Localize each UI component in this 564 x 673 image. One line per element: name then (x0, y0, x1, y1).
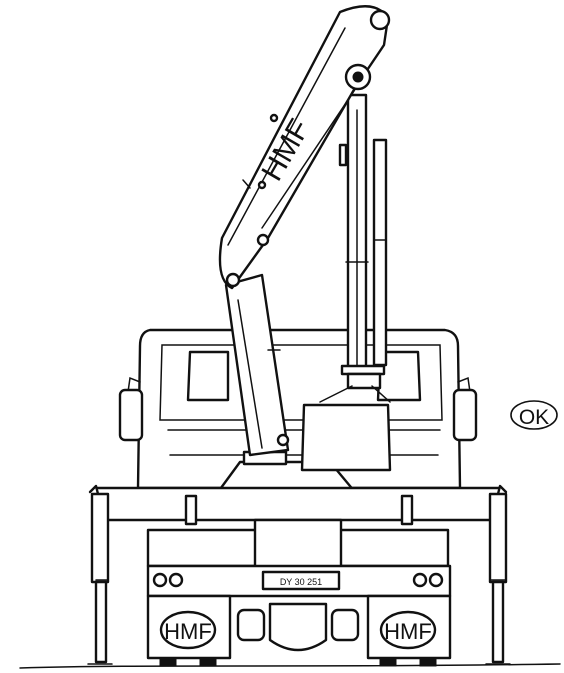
rear-light-left (152, 572, 184, 588)
rear-light-right (412, 572, 444, 588)
boom-cylinder (338, 93, 388, 390)
mudflap-right: HMF (379, 610, 437, 650)
ok-mark-text: OK (519, 406, 549, 429)
winch-box (300, 385, 392, 472)
outrigger-leg-left (87, 492, 113, 665)
outrigger-leg-right (485, 492, 511, 665)
mudflap-left: HMF (159, 610, 217, 650)
mudflap-right-label: HMF (384, 619, 432, 644)
mirror-left (118, 376, 144, 442)
license-plate: DY 30 251 (261, 570, 341, 591)
outrigger-beam (88, 484, 508, 526)
ground-line (19, 663, 561, 669)
license-plate-text: DY 30 251 (280, 577, 322, 587)
mirror-right (452, 376, 478, 442)
cab-window-left (186, 350, 230, 402)
mudflap-left-label: HMF (164, 619, 212, 644)
boom-tip-pin (369, 9, 391, 31)
ok-mark: OK (510, 400, 558, 430)
crane-column (224, 273, 290, 457)
